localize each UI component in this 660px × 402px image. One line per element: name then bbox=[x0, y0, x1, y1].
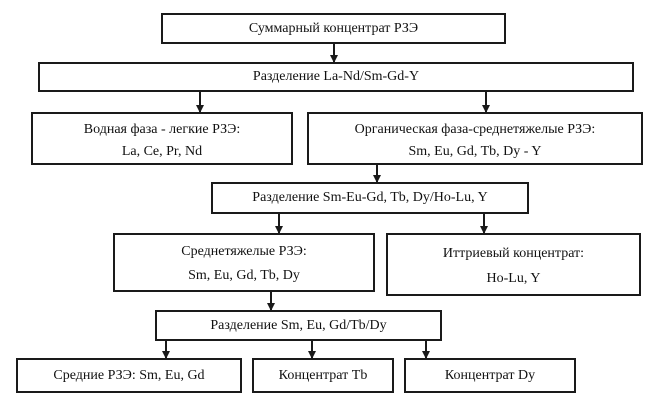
separation-sm-eu-gd-tb-dy-ho-lu-y-box: Разделение Sm-Eu-Gd, Tb, Dy/Ho-Lu, Y bbox=[211, 182, 529, 214]
total-ree-concentrate-label: Суммарный концентрат РЗЭ bbox=[248, 20, 419, 36]
separation-sm-eu-gd-tb-dy-box: Разделение Sm, Eu, Gd/Tb/Dy bbox=[155, 310, 442, 341]
tb-concentrate-box: Концентрат Tb bbox=[252, 358, 394, 393]
organic-phase-elements: Sm, Eu, Gd, Tb, Dy - Y bbox=[408, 144, 542, 159]
aqueous-phase-elements: La, Ce, Pr, Nd bbox=[121, 144, 203, 159]
yttrium-concentrate-elements: Ho-Lu, Y bbox=[486, 271, 541, 286]
organic-phase-title: Органическая фаза-среднетяжелые РЗЭ: bbox=[354, 122, 596, 137]
tb-concentrate-label: Концентрат Tb bbox=[278, 367, 368, 383]
dy-concentrate-box: Концентрат Dy bbox=[404, 358, 576, 393]
medium-heavy-ree-box: Среднетяжелые РЗЭ: Sm, Eu, Gd, Tb, Dy bbox=[113, 233, 375, 292]
medium-heavy-ree-title: Среднетяжелые РЗЭ: bbox=[181, 244, 307, 259]
aqueous-phase-title: Водная фаза - легкие РЗЭ: bbox=[83, 122, 241, 137]
aqueous-phase-light-ree-box: Водная фаза - легкие РЗЭ: La, Ce, Pr, Nd bbox=[31, 112, 293, 165]
dy-concentrate-label: Концентрат Dy bbox=[444, 367, 536, 383]
yttrium-concentrate-title: Иттриевый концентрат: bbox=[442, 246, 585, 261]
medium-ree-label: Средние РЗЭ: Sm, Eu, Gd bbox=[53, 367, 205, 383]
yttrium-concentrate-box: Иттриевый концентрат: Ho-Lu, Y bbox=[386, 233, 641, 296]
total-ree-concentrate-box: Суммарный концентрат РЗЭ bbox=[161, 13, 506, 44]
medium-ree-box: Средние РЗЭ: Sm, Eu, Gd bbox=[16, 358, 242, 393]
medium-heavy-ree-elements: Sm, Eu, Gd, Tb, Dy bbox=[188, 268, 300, 283]
separation-la-nd-sm-gd-y-box: Разделение La-Nd/Sm-Gd-Y bbox=[38, 62, 634, 92]
separation-sm-eu-gd-tb-dy-ho-lu-y-label: Разделение Sm-Eu-Gd, Tb, Dy/Ho-Lu, Y bbox=[252, 190, 488, 205]
organic-phase-medium-heavy-ree-box: Органическая фаза-среднетяжелые РЗЭ: Sm,… bbox=[307, 112, 643, 165]
separation-la-nd-sm-gd-y-label: Разделение La-Nd/Sm-Gd-Y bbox=[252, 69, 420, 84]
separation-sm-eu-gd-tb-dy-label: Разделение Sm, Eu, Gd/Tb/Dy bbox=[210, 317, 387, 333]
